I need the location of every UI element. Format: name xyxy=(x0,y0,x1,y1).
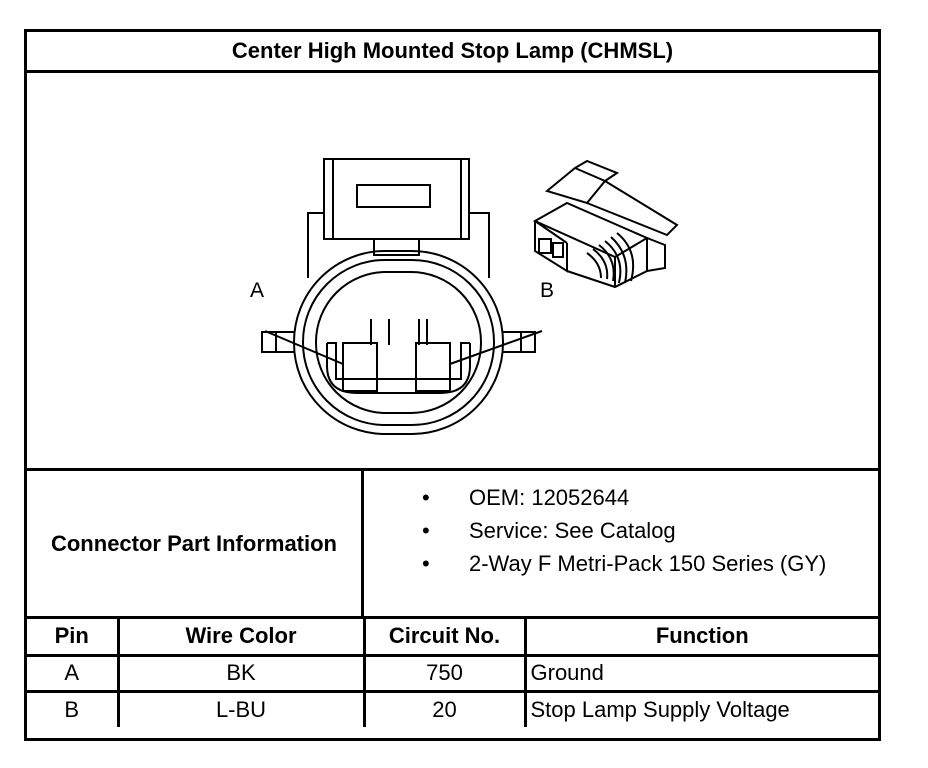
left-shoulder xyxy=(307,212,324,278)
pin-table: Pin Wire Color Circuit No. Function A BK… xyxy=(27,619,878,727)
table-row: A BK 750 Ground xyxy=(27,653,878,693)
connector-info-row: Connector Part Information • OEM: 120526… xyxy=(27,468,878,619)
pin-label-a: A xyxy=(250,279,265,302)
connector-iso-illustration xyxy=(532,159,679,289)
key-tab xyxy=(373,238,420,256)
cell-circuit-no: 20 xyxy=(362,689,527,727)
service-info: Service: See Catalog xyxy=(469,518,676,543)
latch-block xyxy=(323,158,470,240)
terminal-A xyxy=(342,342,378,392)
connector-info-label: Connector Part Information xyxy=(27,471,364,616)
cell-function: Ground xyxy=(523,653,878,693)
cell-wire-color: L-BU xyxy=(116,689,366,727)
leader-line-A xyxy=(264,330,344,365)
cell-pin: B xyxy=(27,689,120,727)
leader-line-B xyxy=(449,330,543,365)
bullet-icon: • xyxy=(422,485,430,510)
sheet-title: Center High Mounted Stop Lamp (CHMSL) xyxy=(27,32,878,73)
connector-face-drawing xyxy=(261,158,679,435)
table-row: B L-BU 20 Stop Lamp Supply Voltage xyxy=(27,689,878,727)
cell-wire-color: BK xyxy=(116,653,366,693)
inner-cavity xyxy=(326,343,471,394)
terminal-B xyxy=(415,342,451,392)
header-function: Function xyxy=(523,619,878,657)
pin-label-b: B xyxy=(540,279,555,302)
connector-info-sheet: Center High Mounted Stop Lamp (CHMSL) xyxy=(24,29,881,741)
cell-circuit-no: 750 xyxy=(362,653,527,693)
bullet-icon: • xyxy=(422,518,430,543)
header-pin: Pin xyxy=(27,619,120,657)
housing-outer xyxy=(293,250,504,435)
bullet-icon: • xyxy=(422,551,430,576)
connector-series: 2-Way F Metri-Pack 150 Series (GY) xyxy=(469,551,827,576)
table-header-row: Pin Wire Color Circuit No. Function xyxy=(27,619,878,657)
connector-info-list: • OEM: 12052644 • Service: See Catalog •… xyxy=(364,471,878,616)
header-wire-color: Wire Color xyxy=(116,619,366,657)
header-circuit-no: Circuit No. xyxy=(362,619,527,657)
connector-diagram: A B xyxy=(27,73,878,468)
cell-pin: A xyxy=(27,653,120,693)
latch-window xyxy=(356,184,431,208)
right-shoulder xyxy=(469,212,490,278)
cell-function: Stop Lamp Supply Voltage xyxy=(523,689,878,727)
oem-part-number: OEM: 12052644 xyxy=(469,485,630,510)
right-ear xyxy=(520,331,536,353)
